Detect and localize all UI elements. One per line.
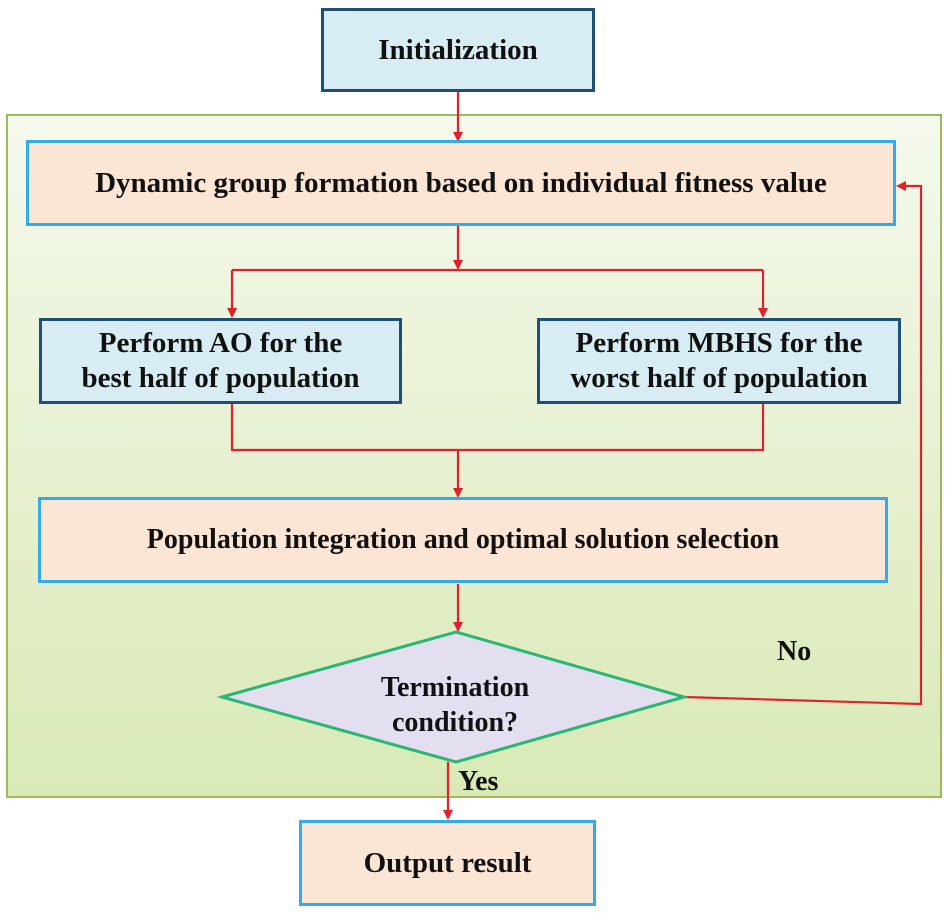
- output-box: Output result: [299, 820, 596, 906]
- initialization-label: Initialization: [378, 33, 538, 66]
- output-label: Output result: [363, 846, 532, 879]
- ao-box: Perform AO for the best half of populati…: [39, 318, 402, 404]
- group-formation-box: Dynamic group formation based on individ…: [26, 140, 896, 226]
- mbhs-label-line1: Perform MBHS for the: [575, 327, 863, 360]
- mbhs-label-line2: worst half of population: [570, 362, 868, 394]
- termination-line1: Termination: [380, 672, 530, 703]
- termination-text: Termination condition?: [300, 660, 610, 750]
- ao-label-line2: best half of population: [81, 362, 360, 394]
- integration-label: Population integration and optimal solut…: [146, 524, 780, 556]
- ao-label-line1: Perform AO for the: [98, 327, 343, 360]
- no-label: No: [777, 636, 812, 667]
- decision-diamond: [216, 630, 690, 764]
- mbhs-box: Perform MBHS for the worst half of popul…: [537, 318, 901, 404]
- yes-label: Yes: [458, 766, 499, 797]
- termination-line2: condition?: [391, 707, 519, 738]
- integration-box: Population integration and optimal solut…: [38, 497, 888, 583]
- initialization-box: Initialization: [321, 8, 595, 92]
- merge-line: [230, 404, 765, 452]
- arrow-decision-no: [683, 181, 923, 706]
- group-formation-label: Dynamic group formation based on individ…: [95, 166, 827, 199]
